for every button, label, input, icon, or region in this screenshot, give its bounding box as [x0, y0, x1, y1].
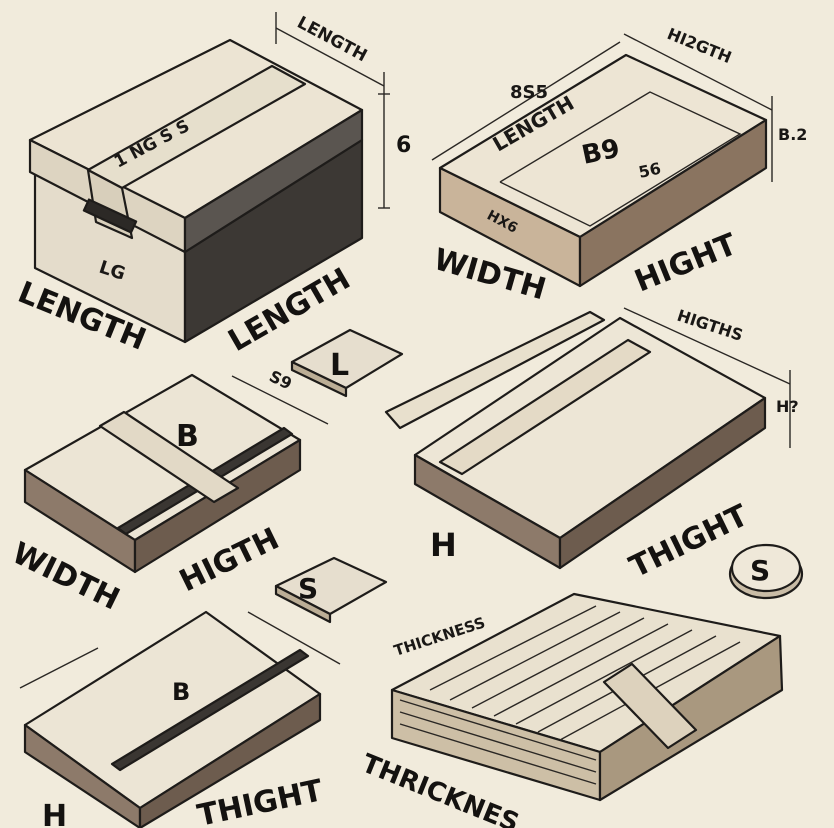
tile-s-letter: S	[298, 572, 318, 605]
open-book-illustration: THICKNESS THRICKNES	[357, 592, 784, 828]
letter-tile-l: L	[290, 328, 404, 398]
box-height-number: 6	[396, 133, 411, 158]
book2-right-number: H?	[776, 397, 799, 416]
book3-label-h: H	[42, 799, 67, 828]
slab-inner-number: 56	[637, 159, 663, 182]
slab-right-number: B.2	[778, 125, 807, 144]
slab-top-number: 8S5	[510, 82, 548, 103]
book-three-illustration: B H THIGHT	[19, 610, 341, 828]
book-one-illustration: S9 B WIDTH HIGTH	[6, 367, 329, 617]
circle-s-letter: S	[750, 554, 770, 587]
book1-dimension-number: S9	[266, 367, 295, 394]
book3-letter: B	[172, 678, 190, 706]
letter-tile-s: S	[274, 556, 388, 624]
circle-badge-s: S	[728, 543, 804, 600]
book-two-illustration: HIGTHS H? H THIGHT	[384, 306, 799, 585]
book2-label-h: H	[430, 526, 457, 564]
tile-l-letter: L	[330, 348, 349, 383]
book1-letter: B	[176, 419, 199, 454]
slab-illustration: HI2GTH 8S5 LENGTH B9 56 HX6 B.2 WIDTH HI…	[430, 24, 808, 307]
box-illustration: LENGTH 1 NG S S LG 6 LENGTH LENGTH	[13, 12, 411, 359]
book2-dimension-label: HIGTHS	[675, 306, 746, 345]
